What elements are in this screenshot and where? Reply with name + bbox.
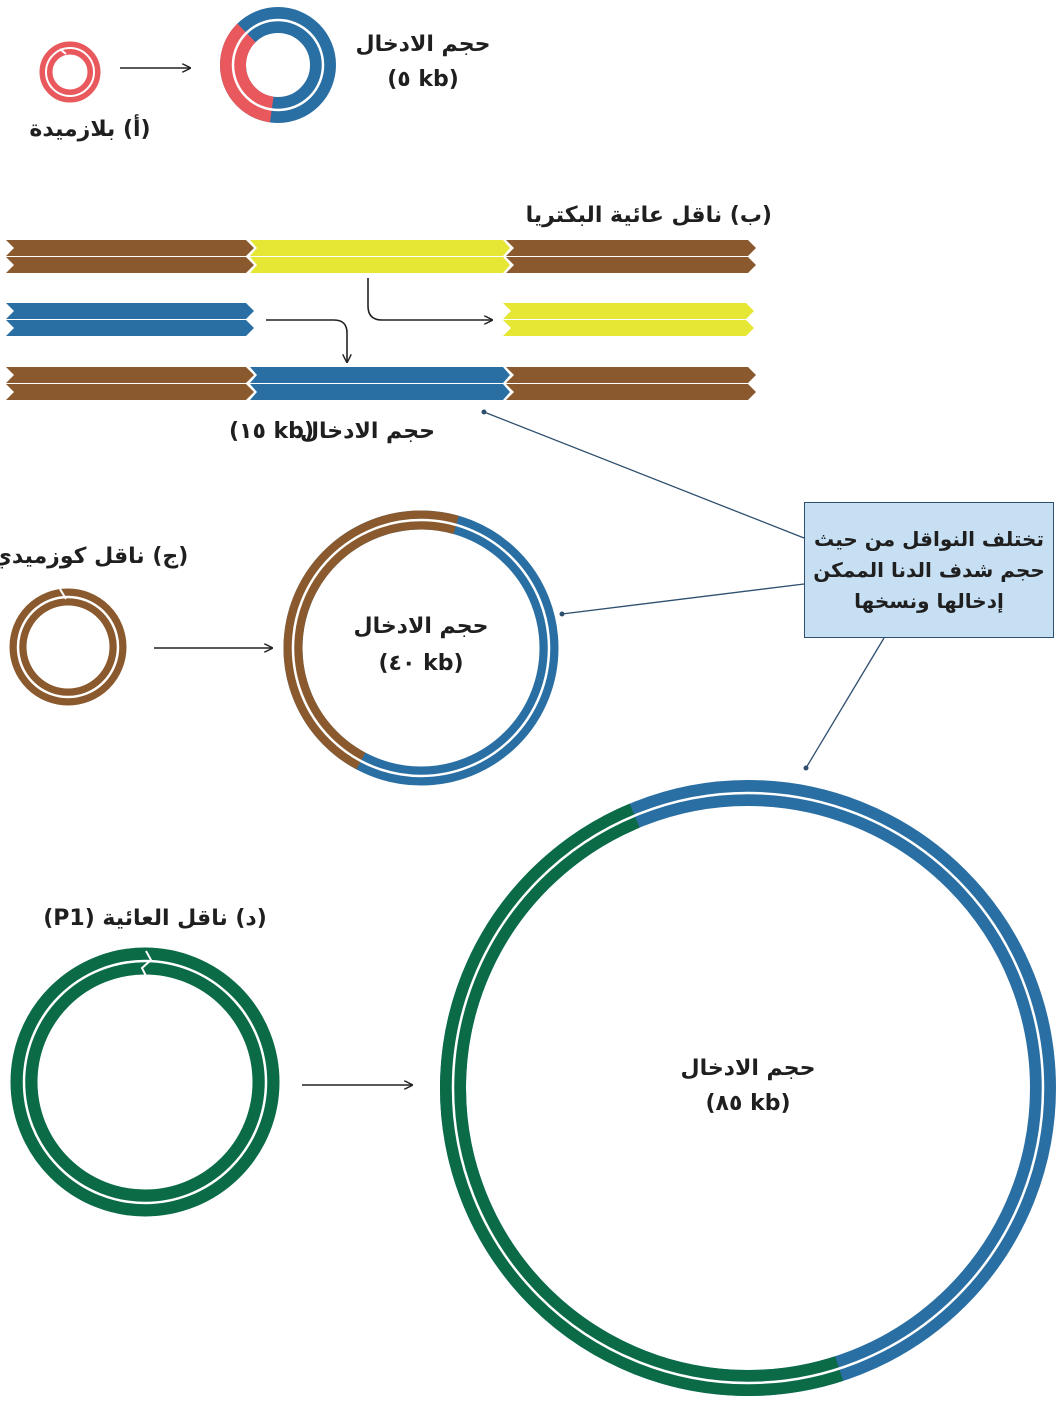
p1-label: (د) ناقل العائية (P1) [43,906,267,931]
plasmid-insert-size: (kb ٥) [387,67,459,92]
callout-text: تختلف النواقل من حيث حجم شدف الدنا الممك… [813,526,1045,613]
p1-insert-size: (kb ٨٥) [705,1091,791,1116]
plasmid-label: (أ) بلازميدة [29,117,151,142]
recombinant-phage-strands [6,367,756,400]
callout-box: تختلف النواقل من حيث حجم شدف الدنا الممك… [804,502,1054,638]
excised-yellow-strands [503,303,754,336]
cosmid-insert-title: حجم الادخال [353,614,489,639]
insert-dna-strands [6,303,254,336]
cosmid-label: (ج) ناقل كوزميدي [0,544,189,569]
p1-insert-title: حجم الادخال [680,1056,816,1081]
phage-insert-size: (kb ١٥) [228,419,314,444]
phage-insert-label: حجم الادخال [299,419,435,444]
phage-vector-strands [6,240,756,273]
plasmid-small-ring [39,41,101,103]
phage-label: (ب) ناقل عائية البكتريا [525,203,772,228]
cosmid-insert-size: (kb ٤٠) [378,651,464,676]
plasmid-insert-title: حجم الادخال [355,32,491,57]
excision-arrow [367,278,492,320]
insertion-arrow [266,319,347,362]
p1-small-ring [10,947,280,1217]
cosmid-small-ring [9,588,127,706]
plasmid-recombinant-ring [220,7,336,123]
cosmid-recombinant-ring [283,510,559,786]
callout-leaders [481,409,885,771]
p1-recombinant-ring [440,780,1056,1396]
